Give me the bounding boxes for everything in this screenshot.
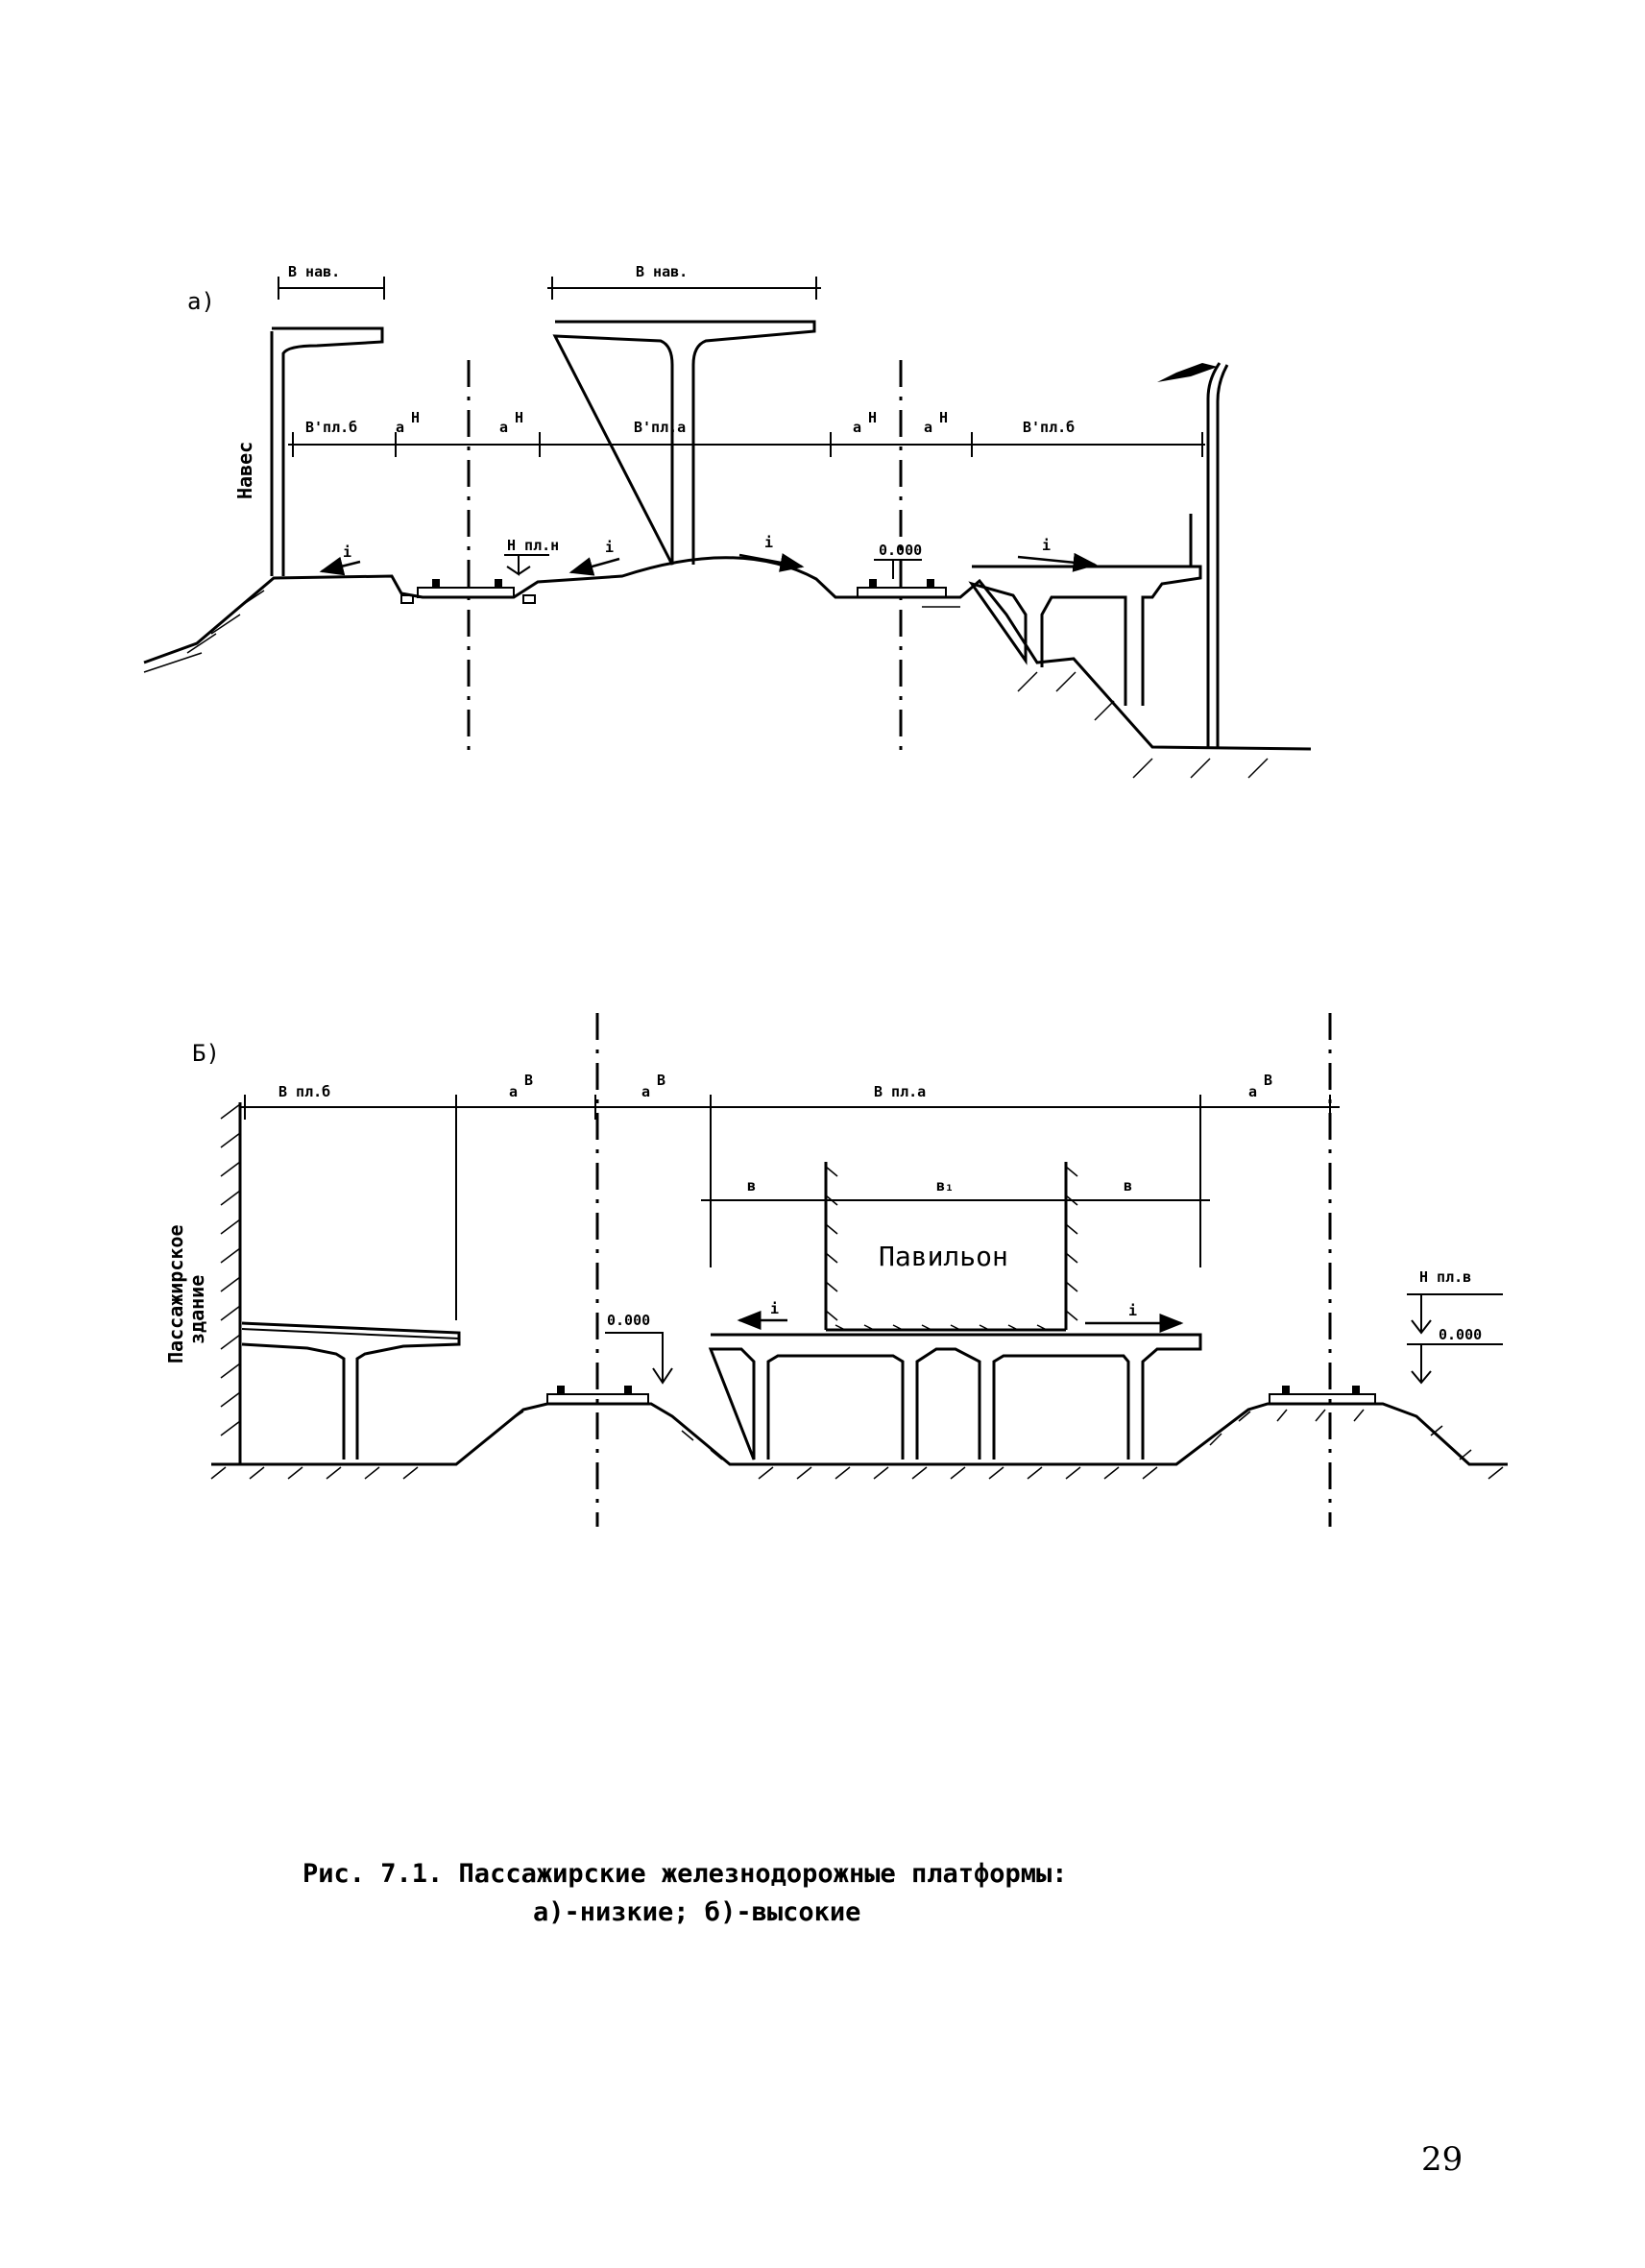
a-v-3-label: а xyxy=(1248,1083,1257,1100)
building-label-2: здание xyxy=(185,1275,208,1344)
caption-line-2: а)-низкие; б)-высокие xyxy=(533,1897,860,1927)
sub-b-mid-label: в₁ xyxy=(936,1177,954,1194)
level-zero-b-right: 0.000 xyxy=(1439,1326,1482,1343)
left-canopy: В нав. Навес xyxy=(233,263,385,576)
rail-right-a xyxy=(857,579,947,598)
lamp-post xyxy=(1157,362,1229,749)
ground-hatching-a xyxy=(143,590,1269,779)
caption-line-1: Рис. 7.1. Пассажирские железнодорожные п… xyxy=(302,1859,1068,1889)
h-pl-n-label: Н пл.н xyxy=(507,537,559,554)
rail-left-a xyxy=(400,579,536,604)
slope-1-label: i xyxy=(343,543,351,561)
figure-b-dimensions: В пл.б а В а В В пл.а а В в в₁ в xyxy=(240,1072,1340,1320)
pavilion: Павильон xyxy=(824,1162,1078,1332)
a-v-1-sup: В xyxy=(524,1072,533,1089)
a-v-2-sup: В xyxy=(657,1072,665,1089)
b-pl-a-label: В'пл.а xyxy=(634,419,686,436)
a-n-1-label: а xyxy=(396,419,404,436)
figure-b-marker: Б) xyxy=(192,1040,220,1067)
a-n-2-sup: Н xyxy=(515,409,523,426)
b-nav-left-label: В нав. xyxy=(288,263,340,280)
slope-arrow-2 xyxy=(568,557,620,576)
page-number: 29 xyxy=(1421,2140,1463,2179)
slope-3-label: i xyxy=(764,534,773,551)
a-n-2-label: а xyxy=(499,419,508,436)
slope-b-2-label: i xyxy=(1128,1302,1137,1319)
slope-2-label: i xyxy=(605,539,614,556)
right-platform-a xyxy=(968,514,1202,706)
b-nav-center-label: В нав. xyxy=(636,263,688,280)
building-label-1: Пассажирское xyxy=(164,1225,187,1364)
b-pl-a-label-b: В пл.а xyxy=(874,1083,926,1100)
slope-arrow-3 xyxy=(738,553,805,572)
a-n-4-sup: Н xyxy=(939,409,948,426)
sub-b-left-label: в xyxy=(747,1177,756,1194)
level-zero-b-left: 0.000 xyxy=(607,1312,650,1329)
b-pl-b-left-label: В'пл.б xyxy=(305,419,357,436)
figure-b-high-platforms: Б) Пассажирское здание В пл.б а В а В В … xyxy=(164,1013,1508,1527)
a-v-1-label: а xyxy=(509,1083,518,1100)
a-v-3-sup: В xyxy=(1264,1072,1272,1089)
rail-left-b xyxy=(546,1386,649,1405)
figure-a-dimensions: В'пл.б а Н а Н В'пл.а а Н а Н В'пл.б xyxy=(288,409,1205,457)
a-n-3-label: а xyxy=(853,419,861,436)
a-n-1-sup: Н xyxy=(411,409,420,426)
a-n-4-label: а xyxy=(924,419,932,436)
slope-4-label: i xyxy=(1042,537,1051,554)
rail-right-b xyxy=(1269,1386,1376,1405)
slope-arrow-4 xyxy=(1017,552,1098,572)
figure-a-low-platforms: а) В нав. Навес В нав. В'пл. xyxy=(143,263,1312,779)
figure-caption: Рис. 7.1. Пассажирские железнодорожные п… xyxy=(302,1859,1068,1927)
level-zero-b-left-marker xyxy=(605,1332,673,1385)
h-pl-v-marker xyxy=(1407,1293,1503,1335)
slope-b-1-label: i xyxy=(770,1300,779,1317)
a-v-2-label: а xyxy=(641,1083,650,1100)
figure-a-marker: а) xyxy=(187,288,215,315)
passenger-building-wall: Пассажирское здание xyxy=(164,1102,242,1464)
center-platform-b xyxy=(708,1333,1202,1460)
a-n-3-sup: Н xyxy=(868,409,877,426)
ground-hatching-b xyxy=(210,1409,1504,1480)
b-pl-b-right-label: В'пл.б xyxy=(1023,419,1075,436)
level-zero-b-right-marker xyxy=(1407,1343,1503,1385)
sub-b-right-label: в xyxy=(1124,1177,1132,1194)
level-zero-a-marker xyxy=(874,559,922,579)
h-pl-v-label: Н пл.в xyxy=(1419,1268,1471,1286)
left-platform-b xyxy=(241,1321,461,1460)
canopy-label: Навес xyxy=(233,442,256,499)
b-pl-b-label: В пл.б xyxy=(278,1083,330,1100)
pavilion-label: Павильон xyxy=(879,1241,1008,1272)
ground-profile-b xyxy=(211,1402,1508,1466)
h-pl-n-marker xyxy=(504,554,549,576)
ground-profile-a xyxy=(143,556,1312,751)
center-canopy: В нав. xyxy=(547,263,821,566)
slope-arrow-1 xyxy=(319,556,361,576)
level-zero-a: 0.000 xyxy=(879,542,922,559)
